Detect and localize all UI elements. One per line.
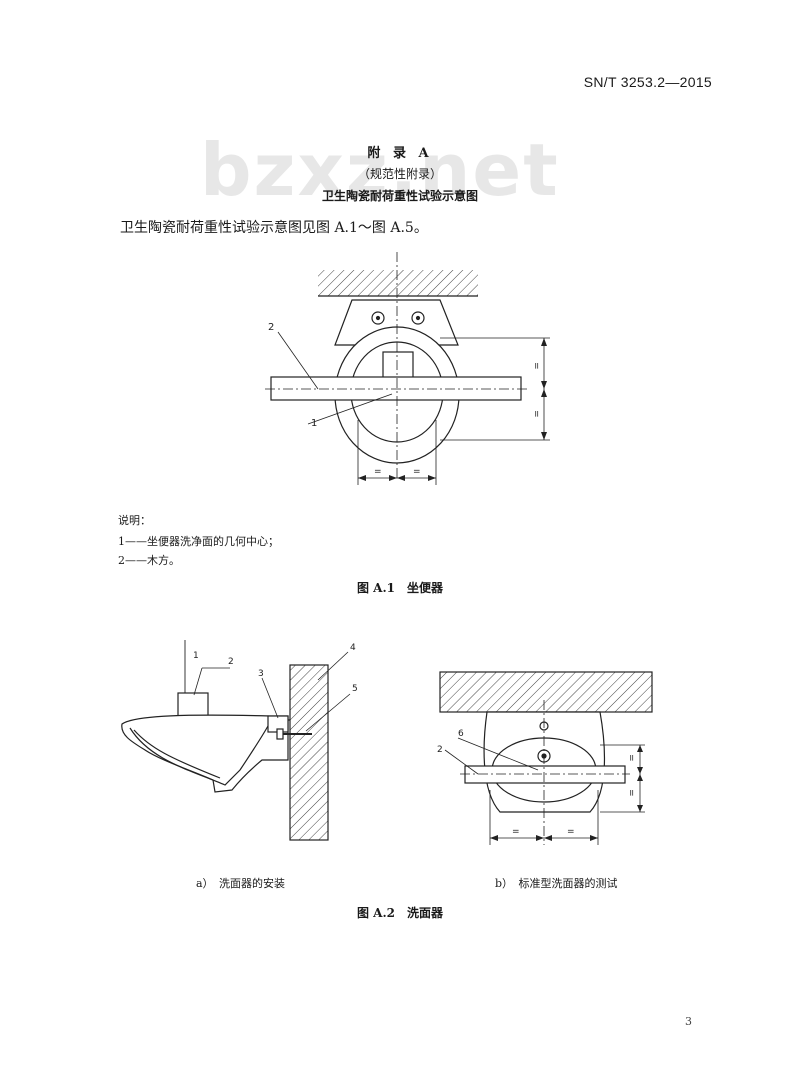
load-block (177, 692, 209, 718)
label-4: 4 (350, 643, 356, 653)
intro-text: 卫生陶瓷耐荷重性试验示意图见图 A.1～图 A.5。 (120, 220, 428, 236)
eq-lower: = (531, 410, 541, 418)
wooden-beam (464, 765, 626, 784)
caption-a1: 图 A.1 坐便器 (356, 581, 444, 595)
wooden-beam (270, 376, 522, 401)
basin-body (121, 714, 289, 793)
eq-lower: = (626, 789, 636, 797)
toilet-tank (334, 299, 459, 346)
bolt-right (411, 311, 425, 325)
eq-left: = (512, 827, 520, 837)
wall (289, 664, 329, 841)
annex-type: （规范性附录） (357, 167, 442, 181)
bolt-left (371, 311, 385, 325)
wall (439, 671, 653, 713)
label-2: 2 (437, 745, 443, 755)
page-number: 3 (685, 1015, 692, 1028)
label-1: 1 (311, 418, 317, 429)
watermark: bzxz.net (200, 128, 560, 212)
label-1: 1 (193, 651, 199, 661)
eq-left: = (374, 467, 382, 477)
eq-upper: = (531, 362, 541, 370)
note-1: 1——坐便器洗净面的几何中心； (118, 535, 279, 548)
wall-hatch (318, 270, 478, 296)
eq-right: = (413, 467, 421, 477)
subcaption-b: b） 标准型洗面器的测试 (495, 877, 618, 890)
notes-title: 说明： (118, 514, 151, 527)
label-2: 2 (268, 322, 274, 333)
label-2: 2 (228, 657, 234, 667)
annex-subject: 卫生陶瓷耐荷重性试验示意图 (321, 189, 478, 203)
label-5: 5 (352, 684, 358, 694)
eq-upper: = (626, 754, 636, 762)
caption-a2: 图 A.2 洗面器 (356, 906, 444, 920)
note-2: 2——木方。 (118, 554, 180, 567)
label-3: 3 (258, 669, 264, 679)
label-6: 6 (458, 729, 464, 739)
annex-title: 附 录 A (367, 146, 433, 161)
subcaption-a: a） 洗面器的安装 (196, 877, 286, 890)
standard-number: SN/T 3253.2—2015 (583, 74, 712, 90)
eq-right: = (567, 827, 575, 837)
